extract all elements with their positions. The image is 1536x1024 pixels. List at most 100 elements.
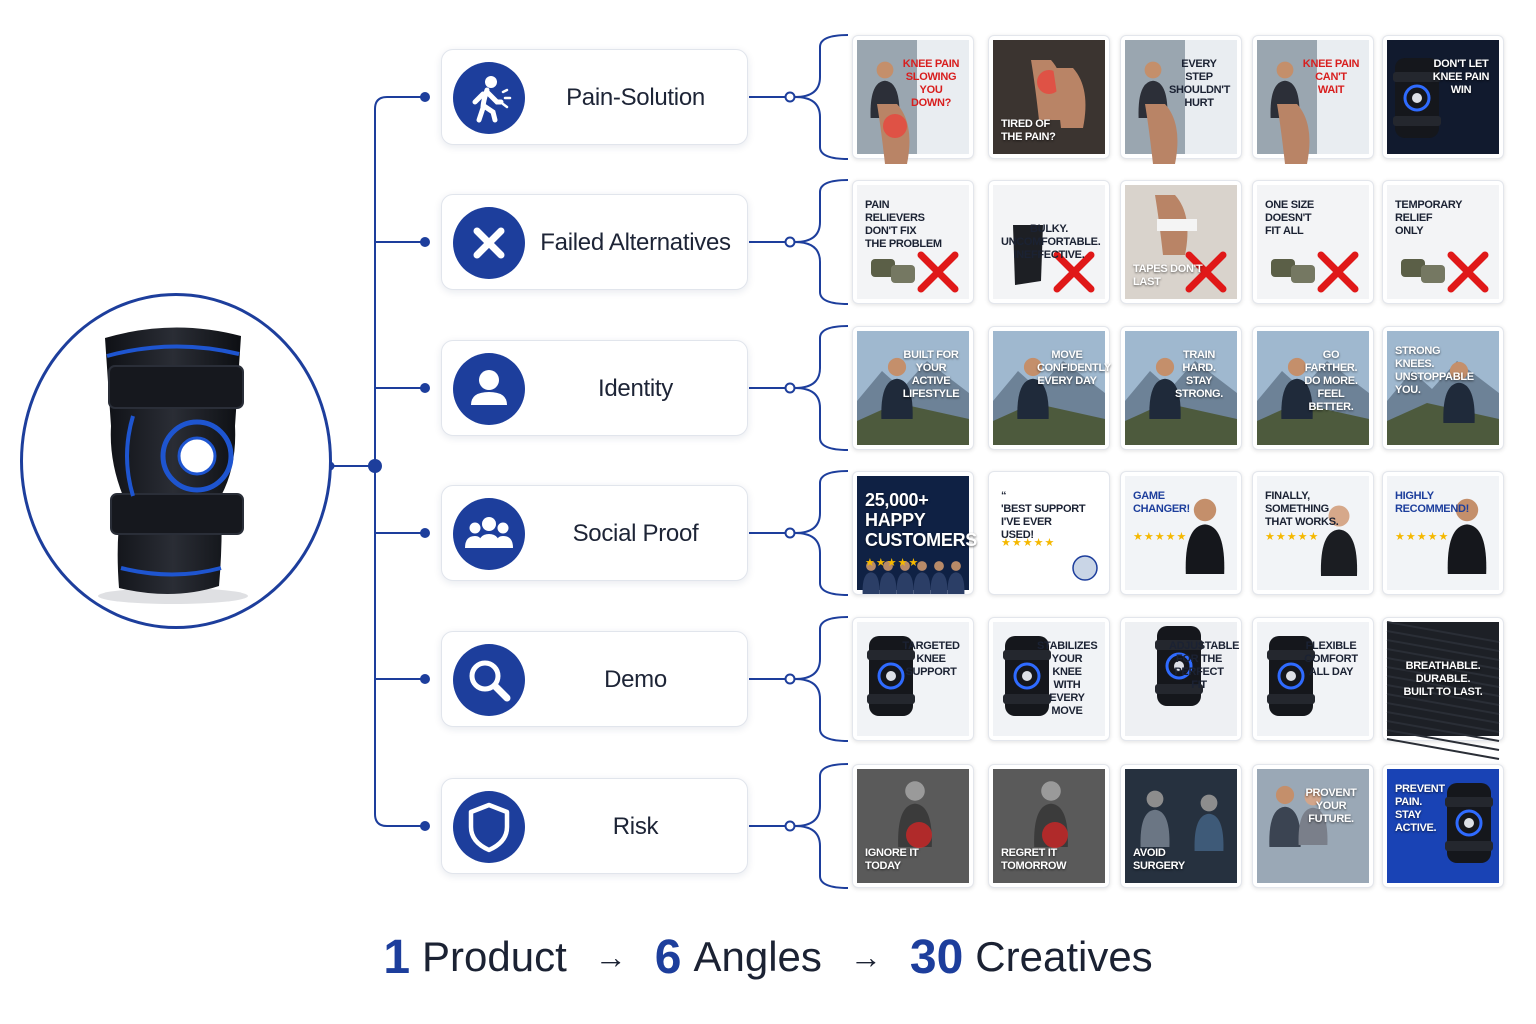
creative-caption: ONE SIZE DOESN'T FIT ALL — [1265, 199, 1314, 237]
creative-thumbnail: TAPES DON'T LAST — [1120, 180, 1242, 304]
creative-image: GAME CHANGER! ★★★★★ — [1125, 476, 1237, 590]
creative-caption: FINALLY, SOMETHING THAT WORKS. — [1265, 490, 1339, 528]
shield-icon — [453, 791, 525, 863]
creative-caption: DON'T LET KNEE PAIN WIN — [1432, 58, 1490, 96]
creative-image: AVOID SURGERY — [1125, 769, 1237, 883]
creative-thumbnail: GAME CHANGER! ★★★★★ — [1120, 471, 1242, 595]
summary-line: 1 Product → 6 Angles → 30 Creatives — [0, 925, 1536, 989]
star-rating-icon: ★★★★★ — [1133, 531, 1188, 543]
creative-caption: REGRET IT TOMORROW — [1001, 847, 1067, 872]
creative-thumbnail: HIGHLY RECOMMEND! ★★★★★ — [1382, 471, 1504, 595]
creative-caption: AVOID SURGERY — [1133, 847, 1185, 872]
creative-thumbnail: BREATHABLE. DURABLE. BUILT TO LAST. — [1382, 617, 1504, 760]
creative-caption: KNEE PAIN CAN'T WAIT — [1302, 58, 1360, 96]
creative-image: KNEE PAIN CAN'T WAIT — [1257, 40, 1369, 164]
creative-thumbnail: TEMPORARY RELIEF ONLY — [1382, 180, 1504, 304]
creative-caption: PROVENT YOUR FUTURE. — [1305, 787, 1357, 825]
creative-caption: MOVE CONFIDENTLY EVERY DAY — [1037, 349, 1111, 387]
creative-image: BREATHABLE. DURABLE. BUILT TO LAST. — [1386, 621, 1500, 760]
creative-image: FINALLY, SOMETHING THAT WORKS.★★★★★ — [1257, 476, 1369, 590]
creative-image: TAPES DON'T LAST — [1125, 185, 1237, 299]
creative-thumbnail: “ 'BEST SUPPORT I'VE EVER USED!★★★★★ — [988, 471, 1110, 595]
angle-label: Pain-Solution — [566, 84, 705, 111]
angle-card-risk: Risk — [441, 778, 748, 874]
creative-image: STABILIZES YOUR KNEE WITH EVERY MOVE — [993, 622, 1105, 736]
creative-thumbnail: STABILIZES YOUR KNEE WITH EVERY MOVE — [988, 617, 1110, 741]
creative-thumbnail: TIRED OF THE PAIN? — [988, 35, 1110, 159]
creative-caption: TEMPORARY RELIEF ONLY — [1395, 199, 1463, 237]
creative-image: HIGHLY RECOMMEND! ★★★★★ — [1387, 476, 1499, 590]
creative-image: ONE SIZE DOESN'T FIT ALL — [1257, 185, 1369, 299]
creative-thumbnail: EVERY STEP SHOULDN'T HURT — [1120, 35, 1242, 164]
creative-caption: EVERY STEP SHOULDN'T HURT — [1169, 58, 1231, 109]
creative-thumbnail: KNEE PAIN CAN'T WAIT — [1252, 35, 1374, 164]
creative-image: REGRET IT TOMORROW — [993, 769, 1105, 883]
arrow-icon: → — [849, 938, 882, 975]
pain-person-icon — [453, 62, 525, 134]
creative-thumbnail: REGRET IT TOMORROW — [988, 764, 1110, 888]
angles-word: Angles — [693, 933, 822, 980]
creative-caption: BREATHABLE. DURABLE. BUILT TO LAST. — [1403, 660, 1483, 698]
creative-thumbnail: IGNORE IT TODAY — [852, 764, 974, 888]
creative-caption: TAPES DON'T LAST — [1133, 263, 1203, 288]
creatives-count: 30 — [909, 930, 964, 984]
creative-image: PROVENT YOUR FUTURE. — [1257, 769, 1369, 883]
creative-image: GO FARTHER. DO MORE. FEEL BETTER. — [1257, 331, 1369, 445]
creative-image: BUILT FOR YOUR ACTIVE LIFESTYLE — [857, 331, 969, 445]
creative-image: PREVENT PAIN. STAY ACTIVE. — [1387, 769, 1499, 883]
creative-caption: PAIN RELIEVERS DON'T FIX THE PROBLEM — [865, 199, 942, 250]
arrow-icon: → — [594, 938, 627, 975]
angle-card-identity: Identity — [441, 340, 748, 436]
star-rating-icon: ★★★★★ — [865, 557, 920, 569]
creative-image: MOVE CONFIDENTLY EVERY DAY — [993, 331, 1111, 445]
creative-caption: BULKY. UNCOMFORTABLE. INEFFECTIVE. — [1001, 223, 1101, 261]
creative-caption: 25,000+ HAPPY CUSTOMERS — [865, 490, 977, 550]
star-rating-icon: ★★★★★ — [1395, 531, 1450, 543]
creative-thumbnail: DON'T LET KNEE PAIN WIN — [1382, 35, 1504, 159]
creative-caption: TIRED OF THE PAIN? — [1001, 118, 1056, 143]
creative-thumbnail: KNEE PAIN SLOWING YOU DOWN? — [852, 35, 974, 164]
creative-thumbnail: GO FARTHER. DO MORE. FEEL BETTER. — [1252, 326, 1374, 450]
creative-thumbnail: AVOID SURGERY — [1120, 764, 1242, 888]
angle-label: Social Proof — [572, 520, 699, 547]
angle-card-social-proof: Social Proof — [441, 485, 748, 581]
creatives-word: Creatives — [975, 933, 1153, 980]
product-word: Product — [422, 933, 567, 980]
creative-thumbnail: ONE SIZE DOESN'T FIT ALL — [1252, 180, 1374, 304]
creative-thumbnail: PROVENT YOUR FUTURE. — [1252, 764, 1374, 888]
creative-thumbnail: BUILT FOR YOUR ACTIVE LIFESTYLE — [852, 326, 974, 450]
angle-label: Demo — [604, 666, 667, 693]
creative-image: FLEXIBLE COMFORT ALL DAY — [1257, 622, 1369, 736]
product-image — [20, 293, 332, 629]
creative-caption: PREVENT PAIN. STAY ACTIVE. — [1395, 783, 1445, 834]
creative-image: EVERY STEP SHOULDN'T HURT — [1125, 40, 1237, 164]
creative-image: TARGETED KNEE SUPPORT — [857, 622, 969, 736]
creative-image: STRONG KNEES. UNSTOPPABLE YOU. — [1387, 331, 1499, 445]
angle-card-demo: Demo — [441, 631, 748, 727]
creative-caption: GO FARTHER. DO MORE. FEEL BETTER. — [1304, 349, 1358, 413]
creative-image: IGNORE IT TODAY — [857, 769, 969, 883]
product-count: 1 — [383, 930, 411, 984]
creative-thumbnail: TRAIN HARD. STAY STRONG. — [1120, 326, 1242, 450]
creative-caption: STABILIZES YOUR KNEE WITH EVERY MOVE — [1037, 640, 1098, 717]
angle-card-failed-alternatives: Failed Alternatives — [441, 194, 748, 290]
creative-image: 25,000+ HAPPY CUSTOMERS ★★★★★ — [857, 476, 977, 594]
creative-image: TIRED OF THE PAIN? — [993, 40, 1105, 154]
creative-thumbnail: PAIN RELIEVERS DON'T FIX THE PROBLEM — [852, 180, 974, 304]
creative-caption: HIGHLY RECOMMEND! — [1395, 490, 1469, 515]
creative-caption: ADJUSTABLE FOR THE PERFECT FIT — [1169, 640, 1240, 691]
creative-image: TEMPORARY RELIEF ONLY — [1387, 185, 1499, 299]
creative-thumbnail: FINALLY, SOMETHING THAT WORKS.★★★★★ — [1252, 471, 1374, 595]
search-icon — [453, 644, 525, 716]
user-icon — [453, 353, 525, 425]
creative-thumbnail: FLEXIBLE COMFORT ALL DAY — [1252, 617, 1374, 741]
creative-caption: GAME CHANGER! — [1133, 490, 1190, 515]
creative-caption: KNEE PAIN SLOWING YOU DOWN? — [902, 58, 960, 109]
creative-caption: IGNORE IT TODAY — [865, 847, 919, 872]
creative-thumbnail: 25,000+ HAPPY CUSTOMERS ★★★★★ — [852, 471, 977, 595]
creative-caption: “ 'BEST SUPPORT I'VE EVER USED! — [1001, 490, 1086, 541]
creative-thumbnail: MOVE CONFIDENTLY EVERY DAY — [988, 326, 1111, 450]
angle-label: Failed Alternatives — [540, 229, 731, 256]
creative-thumbnail: PREVENT PAIN. STAY ACTIVE. — [1382, 764, 1504, 888]
